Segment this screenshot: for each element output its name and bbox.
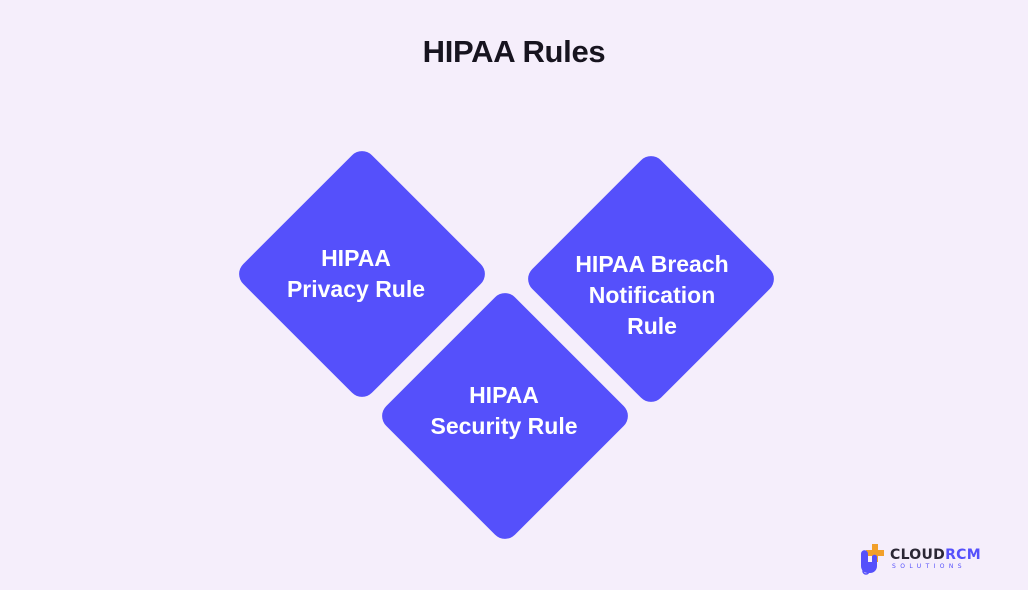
security-rule-label: HIPAA Security Rule (384, 380, 624, 442)
logo-wordmark: CLOUDRCM (890, 547, 981, 563)
privacy-rule-label: HIPAA Privacy Rule (236, 243, 476, 305)
privacy-rule-line: HIPAA (321, 245, 391, 271)
logo-word-cloud: CLOUD (890, 547, 946, 563)
privacy-rule-line: Privacy Rule (286, 276, 426, 302)
cloudrcm-logo-icon (861, 544, 884, 575)
page-title: HIPAA Rules (422, 34, 606, 69)
breach-notification-rule-label: HIPAA Breach Notification Rule (532, 249, 772, 342)
cloudrcm-logo: CLOUDRCM SOLUTIONS (858, 542, 988, 576)
security-rule-line: Security Rule (430, 413, 578, 439)
breach-rule-line: Notification (588, 282, 716, 308)
logo-word-rcm: RCM (945, 547, 981, 563)
security-rule-line: HIPAA (469, 382, 539, 408)
logo-subtitle: SOLUTIONS (892, 563, 967, 570)
breach-rule-line: HIPAA Breach (575, 251, 729, 277)
breach-rule-line: Rule (627, 313, 677, 339)
